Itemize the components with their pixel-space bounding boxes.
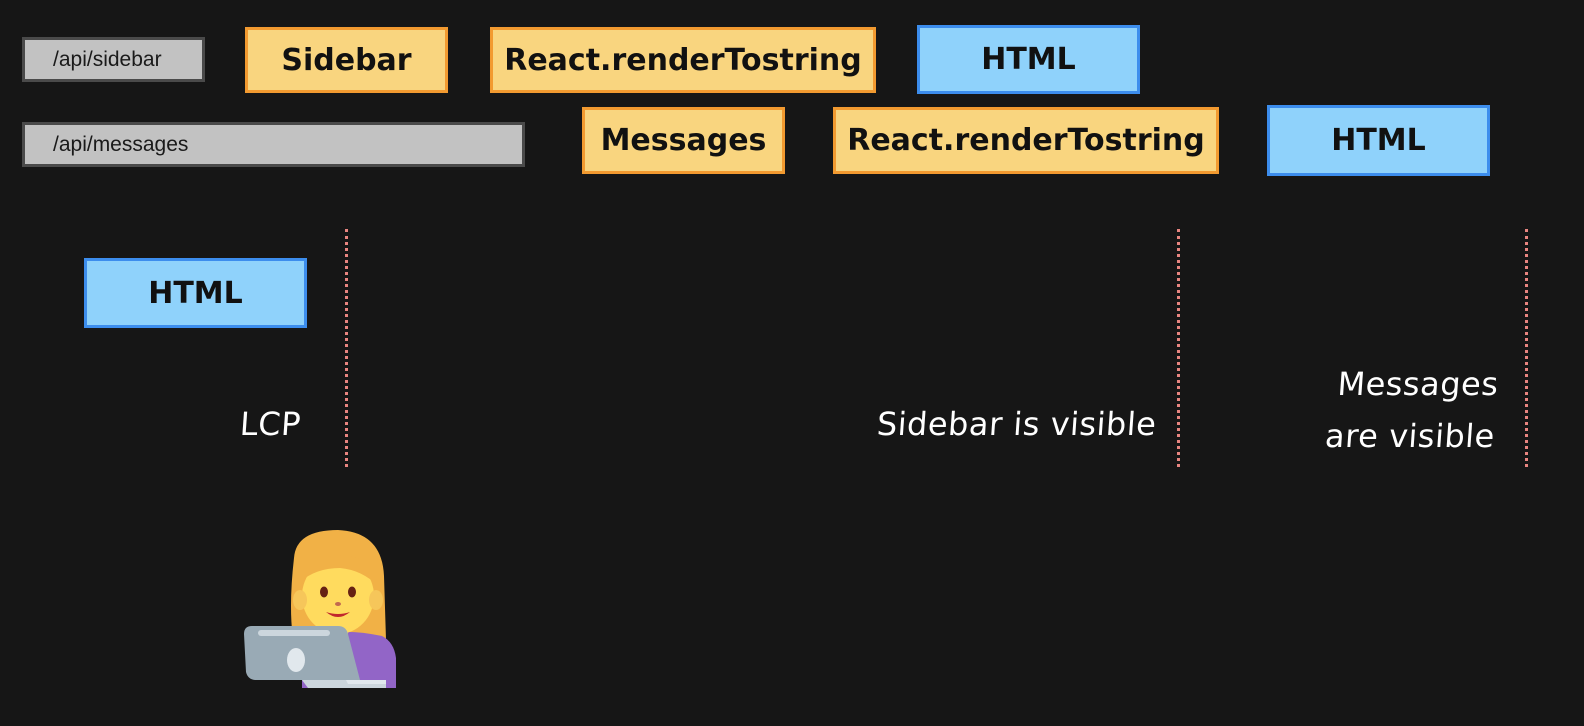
- lcp-marker-line: [345, 229, 348, 467]
- shell-html-box: HTML: [84, 258, 307, 328]
- messages-visible-line-1: Messages: [1336, 365, 1501, 403]
- sidebar-render-box: React.renderTostring: [490, 27, 876, 93]
- woman-technologist-icon: [244, 530, 396, 688]
- messages-render-box: React.renderTostring: [833, 107, 1219, 174]
- lcp-label: LCP: [238, 405, 303, 443]
- messages-component-box: Messages: [582, 107, 785, 174]
- sidebar-component-box: Sidebar: [245, 27, 448, 93]
- messages-visible-marker-line: [1525, 229, 1528, 467]
- messages-visible-line-2: are visible: [1324, 417, 1497, 455]
- sidebar-visible-label: Sidebar is visible: [875, 405, 1158, 443]
- sidebar-html-box: HTML: [917, 25, 1140, 94]
- messages-html-box: HTML: [1267, 105, 1490, 176]
- messages-visible-label: Messages are visible: [1324, 358, 1501, 462]
- sidebar-visible-marker-line: [1177, 229, 1180, 467]
- request-sidebar-bar: /api/sidebar: [22, 37, 205, 82]
- request-messages-bar: /api/messages: [22, 122, 525, 167]
